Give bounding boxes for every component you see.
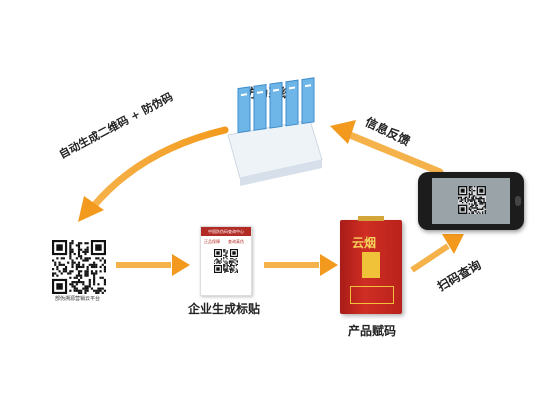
qr-caption: 部伪溯源营销云平台 <box>55 296 101 302</box>
sticker-tag-1: 正品保障 <box>204 239 220 244</box>
product-to-phone-arrow-head <box>442 234 464 254</box>
phone-scanned-qr <box>458 186 486 214</box>
sticker-header: 中国防伪码查询中心 <box>201 227 251 236</box>
label-to-product-arrow <box>264 262 319 268</box>
sticker-tag-2: 查询真伪 <box>228 239 244 244</box>
phone-screen <box>432 178 510 224</box>
product-brand: 云烟 <box>352 236 377 250</box>
feedback-arrow-head <box>330 120 356 144</box>
feedback-arrow <box>346 131 444 176</box>
generate-arrow <box>88 126 229 212</box>
product-to-phone-arrow <box>410 243 450 273</box>
sticker-qr <box>214 249 238 273</box>
phone-device <box>418 172 524 230</box>
product-code-title: 产品赋码 <box>348 324 397 338</box>
label-to-product-arrow-head <box>320 254 338 276</box>
product-box: 云烟 <box>340 216 402 314</box>
qr-to-label-arrow <box>116 262 171 268</box>
phone-home-button <box>515 196 521 206</box>
company-label-sticker: 中国防伪码查询中心 正品保障 查询真伪 <box>200 226 252 296</box>
product-label-strip <box>350 286 394 304</box>
generate-arrow-head <box>78 196 104 222</box>
product-box-top <box>358 216 384 221</box>
company-label-title: 企业生成标贴 <box>188 302 261 316</box>
qr-to-label-arrow-head <box>172 254 190 276</box>
product-gold-panel <box>362 252 380 278</box>
